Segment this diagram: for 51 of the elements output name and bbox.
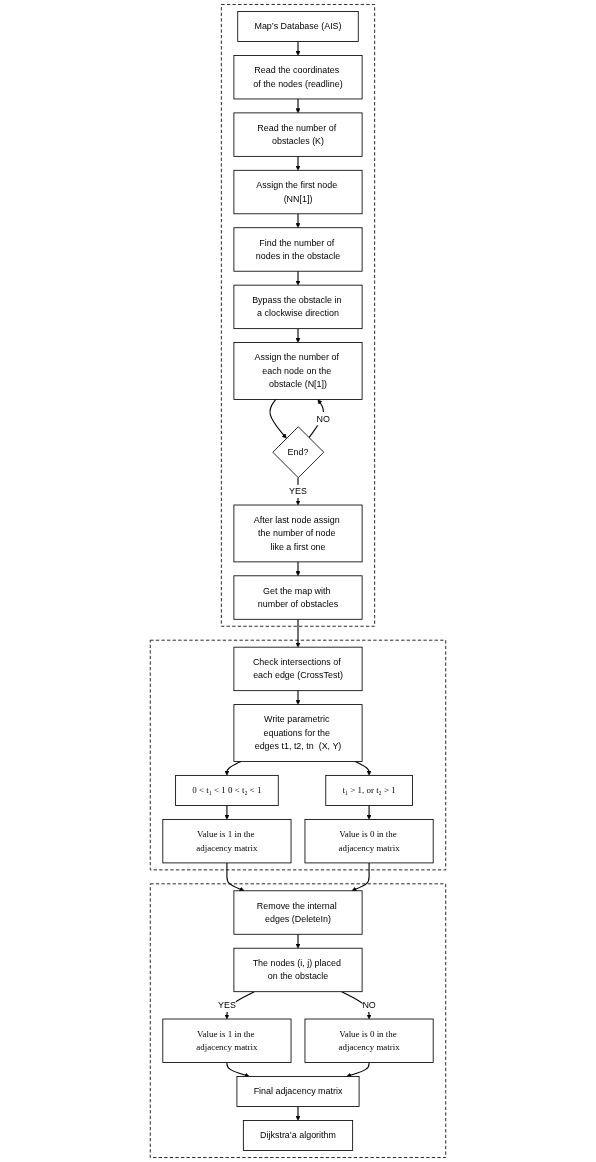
node-box: Assign the first node (NN[1]) bbox=[233, 169, 363, 215]
arrow bbox=[269, 398, 287, 439]
arrow bbox=[295, 1105, 301, 1121]
node-diamond: End? bbox=[272, 426, 325, 479]
arrow bbox=[354, 760, 372, 776]
node-box: The nodes (i, j) placed on the obstacle bbox=[233, 947, 363, 993]
node-box: Check intersections of each edge (CrossTest) bbox=[233, 646, 363, 692]
node-box: Dijkstra’a algorithm bbox=[242, 1120, 354, 1151]
node-box: Write parametric equations for the edges t1, t2, tn (X, Y) bbox=[233, 704, 363, 762]
arrow bbox=[226, 862, 245, 892]
node-box: Find the number of nodes in the obstacle bbox=[233, 227, 363, 272]
node-box: Final adjacency matrix bbox=[236, 1076, 360, 1107]
arrow bbox=[295, 561, 301, 577]
arrow bbox=[224, 804, 230, 820]
node-box: Read the coordinates of the nodes (readline) bbox=[233, 55, 363, 100]
node-box: Assign the number of each node on the obstacle (N[1]) bbox=[233, 342, 363, 400]
edge-label: YES bbox=[289, 486, 307, 496]
cluster bbox=[149, 883, 447, 1158]
arrow bbox=[226, 1061, 250, 1078]
arrow bbox=[295, 40, 301, 56]
arrow bbox=[346, 1061, 370, 1078]
arrow bbox=[341, 991, 372, 1020]
node-box: Get the map with number of obstacles bbox=[233, 575, 363, 620]
cluster bbox=[149, 639, 447, 871]
arrow bbox=[366, 804, 372, 820]
node-box: Remove the internal edges (DeleteIn) bbox=[233, 890, 363, 935]
node-box: Read the number of obstacles (K) bbox=[233, 112, 363, 157]
node-box: 0 < t₁ < 1 0 < t₂ < 1 bbox=[175, 774, 279, 806]
node-box: t₁ > 1, or t₂ > 1 bbox=[325, 774, 413, 806]
edge-label: NO bbox=[316, 413, 330, 424]
arrow bbox=[295, 328, 301, 343]
node-box: After last node assign the number of node like a first one bbox=[233, 504, 363, 563]
arrow bbox=[224, 760, 242, 776]
arrow bbox=[351, 862, 370, 892]
node-box: Value is 0 in the adjacency matrix bbox=[304, 1018, 434, 1063]
arrow bbox=[295, 98, 301, 114]
node-box: Map’s Database (AIS) bbox=[237, 11, 359, 42]
arrow bbox=[295, 270, 301, 286]
node-box: Value is 1 in the adjacency matrix bbox=[162, 1018, 292, 1063]
cluster bbox=[220, 4, 376, 627]
arrow bbox=[295, 933, 301, 949]
edge-label: NO bbox=[362, 1000, 376, 1010]
edge-label: YES bbox=[218, 1000, 236, 1010]
node-box: Bypass the obstacle in a clockwise direction bbox=[233, 284, 363, 330]
arrow bbox=[295, 155, 301, 171]
arrow bbox=[295, 477, 301, 506]
arrow bbox=[295, 213, 301, 228]
arrow bbox=[295, 690, 301, 705]
node-box: Value is 1 in the adjacency matrix bbox=[162, 819, 292, 864]
node-box: Value is 0 in the adjacency matrix bbox=[304, 819, 434, 864]
arrow bbox=[295, 618, 301, 648]
